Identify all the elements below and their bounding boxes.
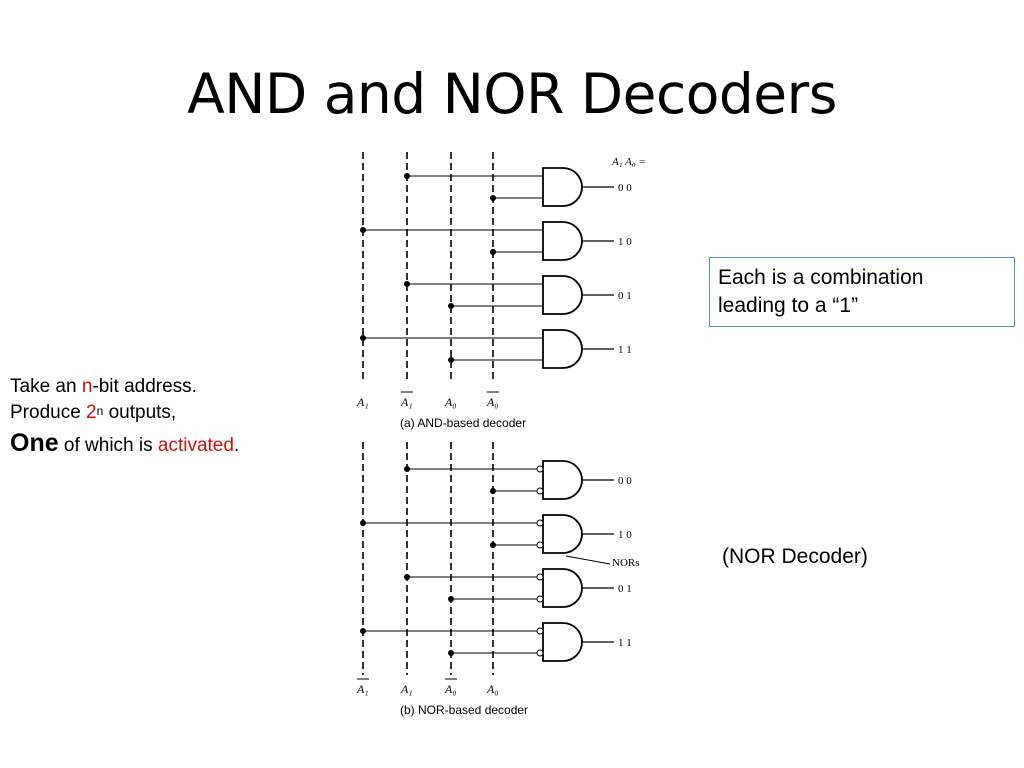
decoder-diagram: 0 0 1 0 0 1 1 1 0 0 1 0 0 1 1 1 NORs A₁ A₀ = A₁ A₁ A… [356,152,646,717]
and-gate-3-junction-a [360,335,366,341]
and-output-label-2: 0 1 [618,290,632,302]
and-gate-0 [542,167,583,207]
description-text: Take an n-bit address. Produce 2n output… [10,374,239,459]
nors-pointer-line [565,555,611,565]
nor-gate-1-junction-b [490,542,496,548]
and-output-label-0: 0 0 [618,182,632,194]
and-gate-0-junction-a [404,173,410,179]
output-header: A₁ A₀ = [611,156,646,168]
slide-title: AND and NOR Decoders [187,62,837,126]
and-output-label-1: 1 0 [618,236,632,248]
nor-gate-1-bubble-b [536,541,544,549]
nor-gate-2-bubble-b [536,595,544,603]
and-input-label-3: A₀ [486,395,499,409]
nor-output-label-0: 0 0 [618,475,632,487]
line1-n: n [81,376,93,397]
nor-gate-0-bubble-a [536,465,544,473]
nor-output-label-2: 0 1 [618,583,632,595]
nor-gate-0-junction-b [490,488,496,494]
line2-post: outputs, [103,402,177,423]
and-output-label-3: 1 1 [618,344,632,356]
and-input-label-0: A₁ [356,395,369,409]
description-line-1: Take an n-bit address. [10,374,239,400]
nor-output-label-1: 1 0 [618,529,632,541]
description-line-2: Produce 2n outputs, [10,400,239,426]
nor-gate-0-junction-a [404,466,410,472]
nor-output-label-3: 1 1 [618,637,632,649]
nor-input-label-0: A₁ [356,682,369,696]
and-gate-2-junction-b [448,303,454,309]
nor-input-label-2: A₀ [444,682,457,696]
description-line-3: One of which is activated. [10,430,239,459]
callout-line-1: Each is a combination [718,266,924,289]
diagram-labels: 0 0 1 0 0 1 1 1 0 0 1 0 0 1 1 1 NORs A₁ A₀ = A₁ A₁ A… [356,156,646,717]
nor-gate-1-junction-a [360,520,366,526]
nor-gate-3 [542,622,583,662]
line3-mid: of which is [58,435,158,456]
and-input-label-1: A₁ [400,395,413,409]
nor-gate-0-bubble-b [536,487,544,495]
line3-big: One [10,429,59,457]
and-gate-1 [542,221,583,261]
nors-tag: NORs [612,557,640,569]
nor-input-label-1: A₁ [400,682,413,696]
nor-gate-1-bubble-a [536,519,544,527]
nor-gate-2-junction-b [448,596,454,602]
and-gate-3 [542,329,583,369]
and-caption: (a) AND-based decoder [400,416,526,430]
and-gate-1-junction-a [360,227,366,233]
and-gate-2-junction-a [404,281,410,287]
nor-decoder-label: (NOR Decoder) [722,545,868,568]
nor-gate-0 [542,460,583,500]
line2-pre: Produce [10,402,87,423]
diagram-wiring [357,152,614,680]
and-gate-2 [542,275,583,315]
line1-pre: Take an [10,376,82,397]
line3-end: . [233,435,240,456]
callout-line-2: leading to a “1” [718,294,859,317]
and-gate-1-junction-b [490,249,496,255]
and-input-label-2: A₀ [444,395,457,409]
nor-gate-3-bubble-a [536,627,544,635]
nor-gate-3-bubble-b [536,649,544,657]
and-gate-0-junction-b [490,195,496,201]
nor-gate-3-junction-a [360,628,366,634]
nor-caption: (b) NOR-based decoder [400,703,528,717]
line3-red: activated [157,435,234,456]
nor-gate-3-junction-b [448,650,454,656]
nor-gate-1 [542,514,583,554]
callout-box: Each is a combination leading to a “1” [709,257,1015,327]
line2-base: 2 [86,402,97,423]
line1-post: -bit address. [92,376,197,397]
nor-input-label-3: A₀ [486,682,499,696]
nor-gate-2 [542,568,583,608]
and-gate-3-junction-b [448,357,454,363]
nor-gate-2-junction-a [404,574,410,580]
line2-exp: n [96,404,104,418]
nor-gate-2-bubble-a [536,573,544,581]
